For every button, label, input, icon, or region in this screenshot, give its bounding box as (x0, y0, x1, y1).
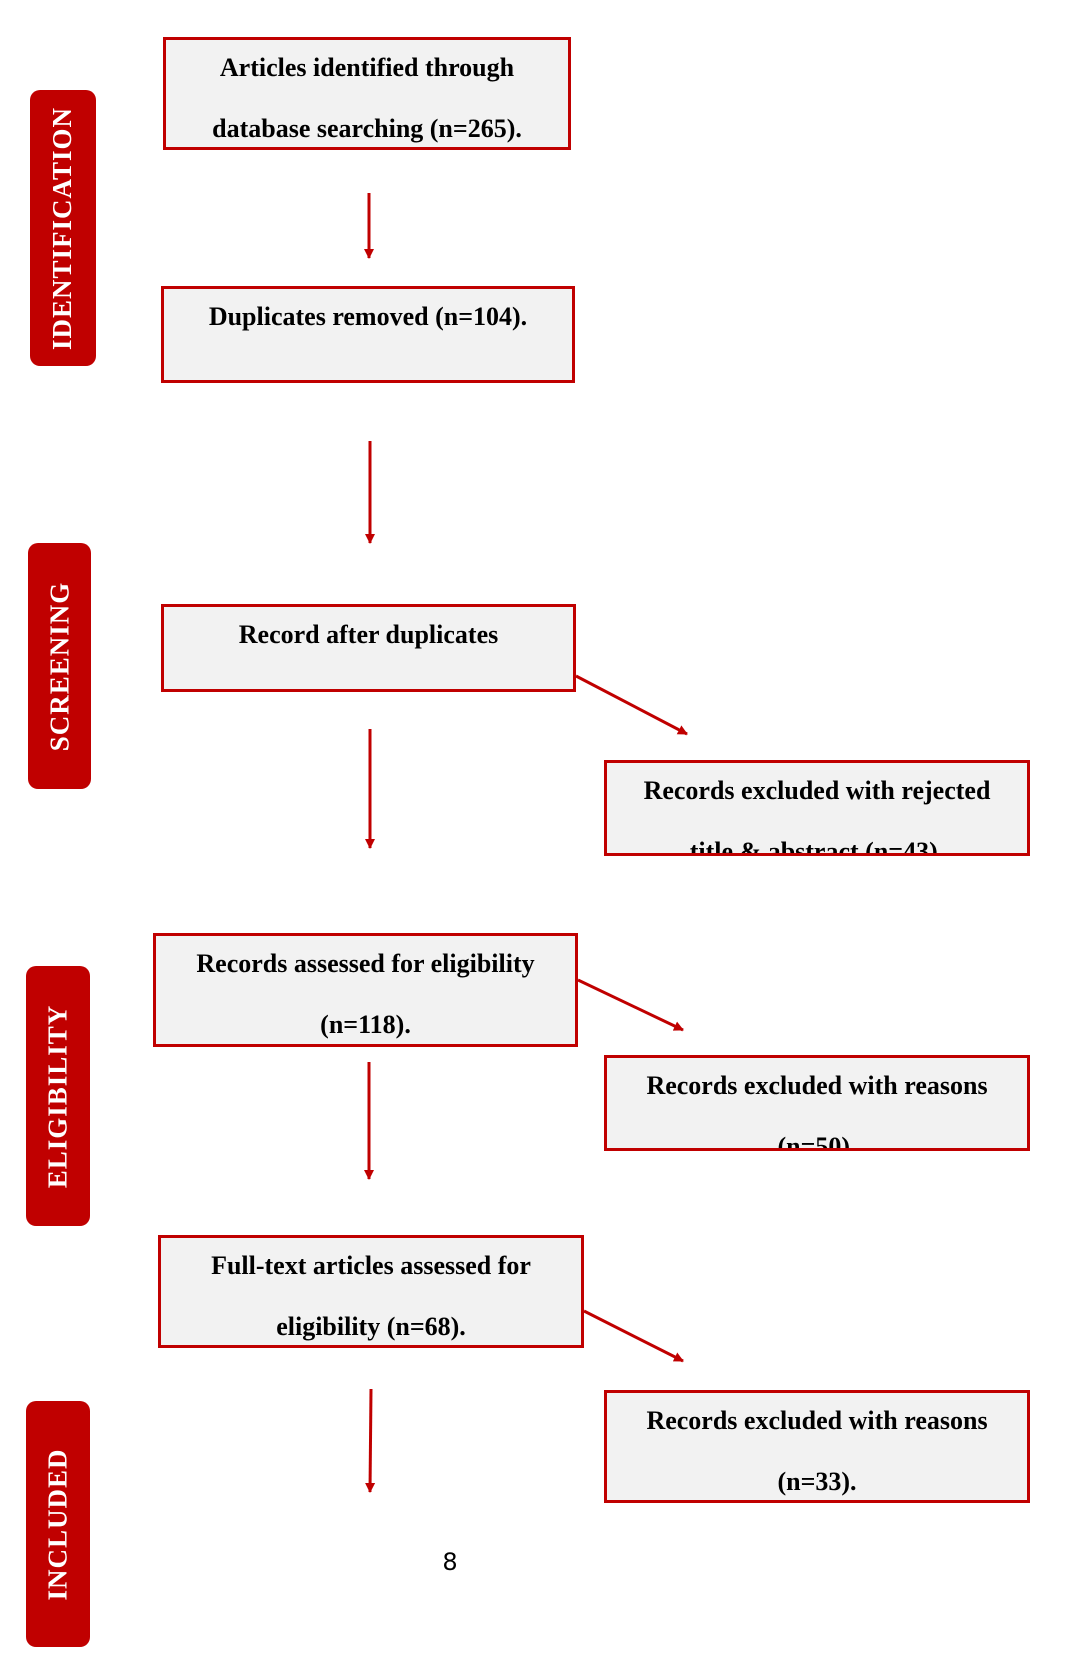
phase-eligibility: ELIGIBILITY (26, 966, 90, 1226)
phase-identification: IDENTIFICATION (30, 90, 96, 366)
box-excluded-title-abstract-text: Records excluded with rejected title & a… (643, 776, 991, 856)
box-articles-identified: Articles identified through database sea… (163, 37, 571, 150)
box-excluded-reasons-1: Records excluded with reasons (n=50). (604, 1055, 1030, 1151)
arrow-after-to-excluded (575, 674, 688, 736)
box-excluded-reasons-2: Records excluded with reasons (n=33). (604, 1390, 1030, 1503)
box-record-after-duplicates: Record after duplicates (161, 604, 576, 692)
page-number: 8 (442, 1548, 458, 1576)
arrow-fulltext-to-included (365, 1388, 376, 1493)
box-fulltext-assessed: Full-text articles assessed for eligibil… (158, 1235, 584, 1348)
arrow-assessed-to-excluded (577, 978, 684, 1032)
box-duplicates-removed: Duplicates removed (n=104). (161, 286, 575, 383)
box-fulltext-assessed-text: Full-text articles assessed for eligibil… (211, 1251, 531, 1341)
box-duplicates-removed-text: Duplicates removed (n=104). (208, 302, 528, 331)
box-record-after-duplicates-text: Record after duplicates (238, 620, 499, 649)
box-excluded-reasons-2-text: Records excluded with reasons (n=33). (646, 1406, 988, 1496)
phase-included: INCLUDED (26, 1401, 90, 1647)
box-assessed-eligibility: Records assessed for eligibility (n=118)… (153, 933, 578, 1047)
box-assessed-eligibility-text: Records assessed for eligibility (n=118)… (196, 949, 535, 1039)
box-excluded-title-abstract: Records excluded with rejected title & a… (604, 760, 1030, 856)
box-excluded-reasons-1-text: Records excluded with reasons (n=50). (646, 1071, 988, 1151)
arrow-fulltext-to-excluded (583, 1309, 684, 1363)
box-articles-identified-text: Articles identified through database sea… (212, 53, 522, 143)
phase-screening: SCREENING (28, 543, 91, 789)
